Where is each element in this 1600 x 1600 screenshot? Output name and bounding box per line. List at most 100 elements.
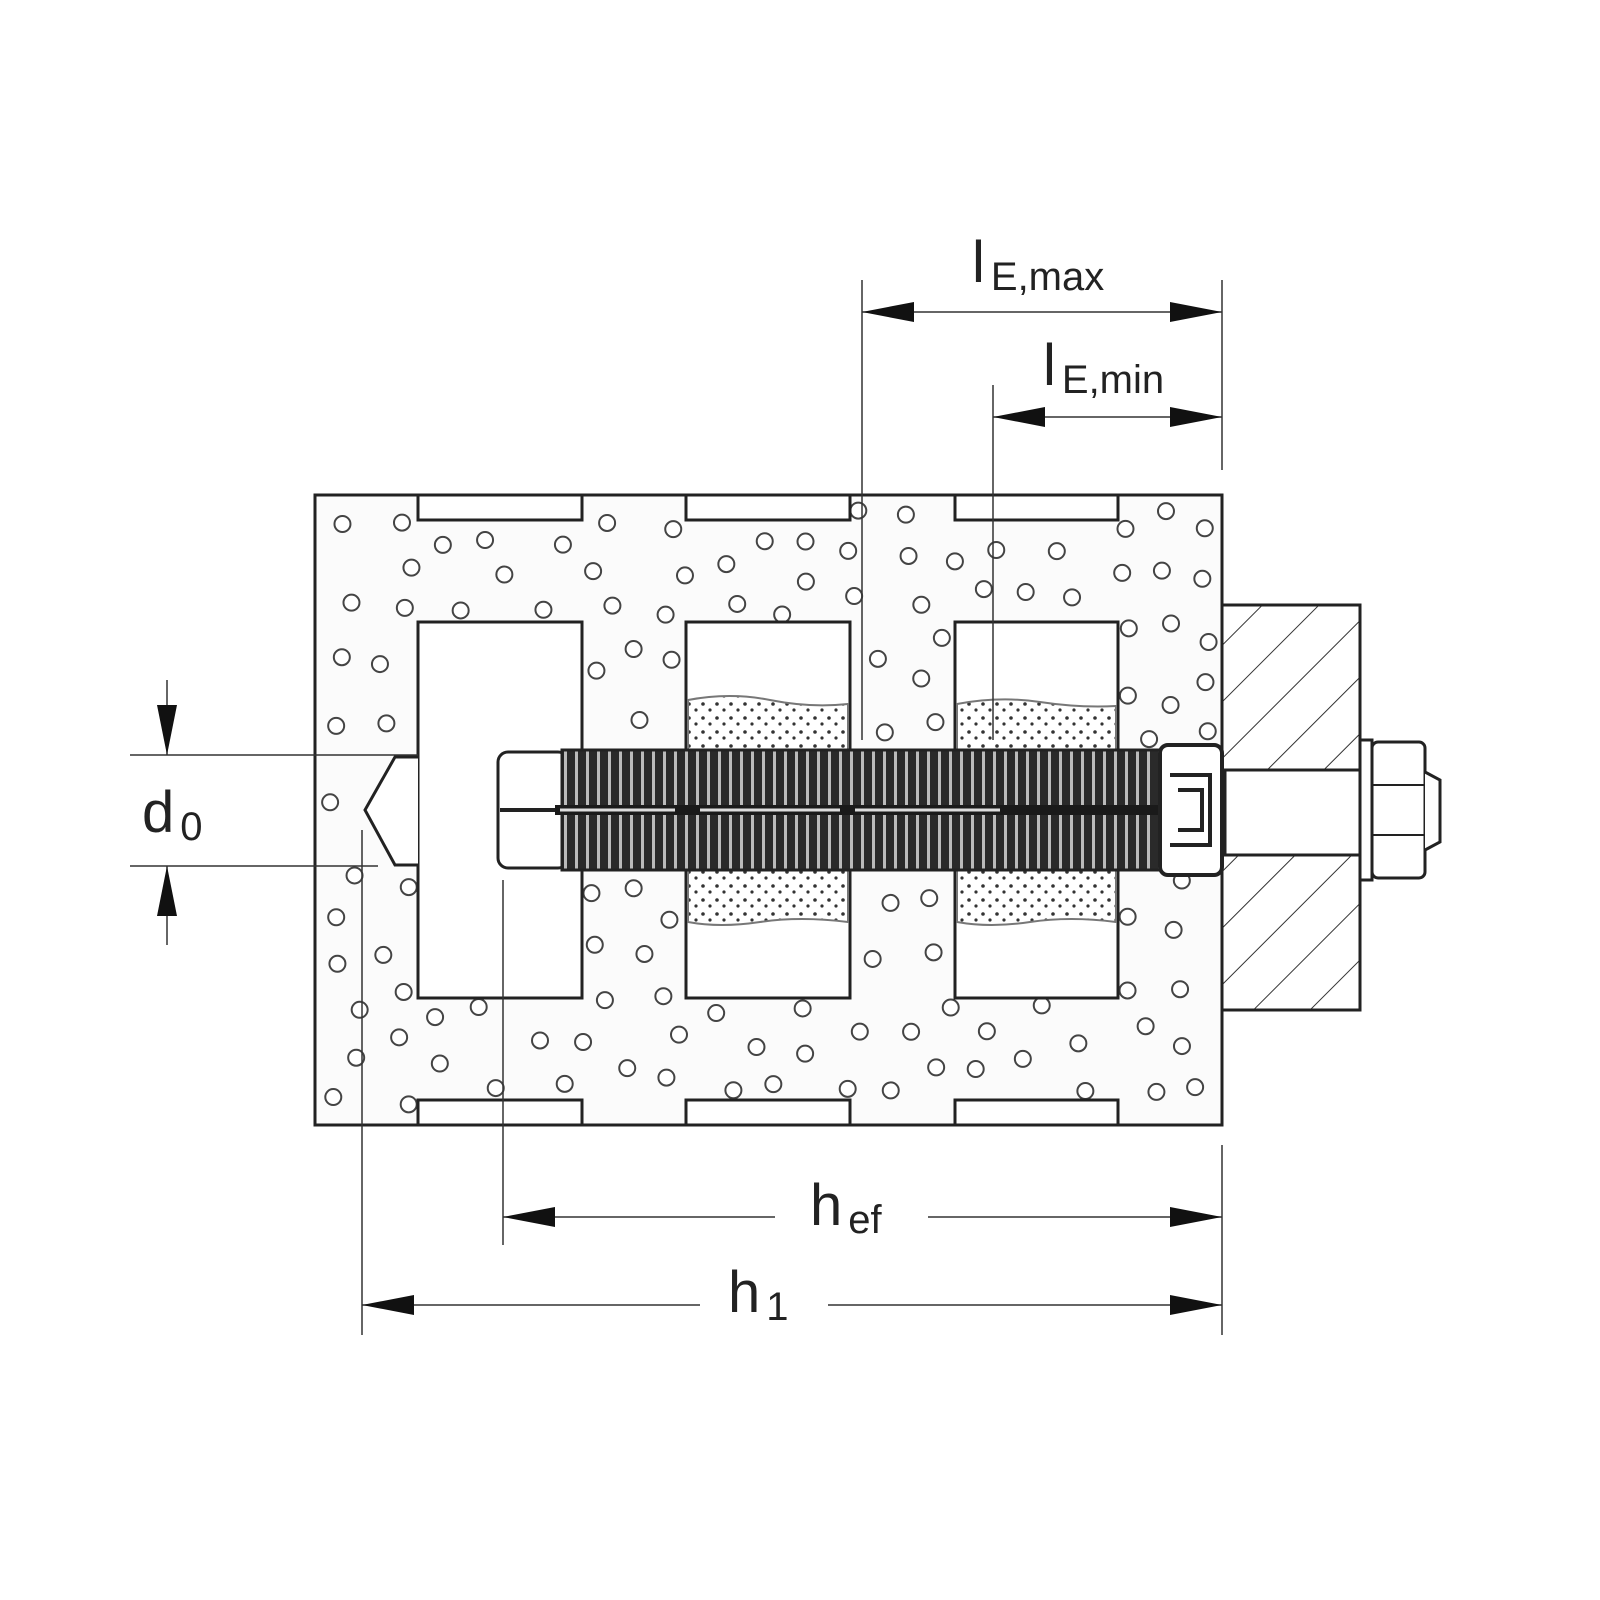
aggregate-dot xyxy=(1164,920,1183,939)
aggregate-dot xyxy=(1116,519,1135,538)
aggregate-dot xyxy=(1013,1049,1032,1068)
aggregate-dot xyxy=(624,640,643,659)
aggregate-dot xyxy=(1113,563,1132,582)
aggregate-dot xyxy=(1118,907,1137,926)
aggregate-dot xyxy=(839,541,858,560)
aggregate-dot xyxy=(941,998,960,1017)
aggregate-dot xyxy=(574,1033,593,1052)
aggregate-dot xyxy=(1171,980,1190,999)
aggregate-dot xyxy=(327,716,346,735)
aggregate-dot xyxy=(350,1000,369,1019)
aggregate-dot xyxy=(912,669,931,688)
aggregate-dot xyxy=(1069,1034,1088,1053)
aggregate-dot xyxy=(1140,730,1159,749)
aggregate-dot xyxy=(598,513,617,532)
aggregate-dot xyxy=(1152,561,1171,580)
aggregate-dot xyxy=(321,793,340,812)
aggregate-dot xyxy=(582,884,601,903)
aggregate-dot xyxy=(675,566,694,585)
aggregate-dot xyxy=(945,552,964,571)
aggregate-dot xyxy=(433,535,452,554)
aggregate-dot xyxy=(531,1031,550,1050)
aggregate-dot xyxy=(924,943,943,962)
aggregate-dot xyxy=(850,1022,869,1041)
aggregate-dot xyxy=(451,601,470,620)
aggregate-dot xyxy=(977,1022,996,1041)
aggregate-dot xyxy=(845,587,864,606)
aggregate-dot xyxy=(896,505,915,524)
aggregate-dot xyxy=(1161,695,1180,714)
sleeve-head xyxy=(1158,743,1224,877)
aggregate-dot xyxy=(469,998,488,1017)
aggregate-dot xyxy=(402,558,421,577)
aggregate-dot xyxy=(654,987,673,1006)
aggregate-dot xyxy=(1136,1017,1155,1036)
aggregate-dot xyxy=(796,1044,815,1063)
aggregate-dots xyxy=(321,501,1218,1114)
aggregate-dot xyxy=(333,514,352,533)
aggregate-dot xyxy=(1047,542,1066,561)
aggregate-dot xyxy=(764,1075,783,1094)
aggregate-dot xyxy=(863,949,882,968)
aggregate-dot xyxy=(1156,502,1175,521)
aggregate-dot xyxy=(555,1074,574,1093)
aggregate-dot xyxy=(974,580,993,599)
aggregate-dot xyxy=(347,1048,366,1067)
aggregate-dot xyxy=(395,598,414,617)
aggregate-dot xyxy=(1118,686,1137,705)
aggregate-dot xyxy=(1032,996,1051,1015)
aggregate-dot xyxy=(660,910,679,929)
aggregate-dot xyxy=(327,908,346,927)
aggregate-dot xyxy=(345,866,364,885)
washer xyxy=(1358,738,1374,882)
aggregate-dot xyxy=(394,982,413,1001)
aggregate-dot xyxy=(755,532,774,551)
aggregate-dot xyxy=(635,944,654,963)
aggregate-dot xyxy=(390,1028,409,1047)
aggregate-dot xyxy=(728,594,747,613)
aggregate-dot xyxy=(585,935,604,954)
aggregate-dot xyxy=(932,628,951,647)
aggregate-dot xyxy=(630,711,649,730)
dimension-arrows xyxy=(157,302,1222,1315)
aggregate-dot xyxy=(707,1004,726,1023)
aggregate-dot xyxy=(1172,1037,1191,1056)
aggregate-dot xyxy=(875,723,894,742)
aggregate-dot xyxy=(1196,673,1215,692)
aggregate-dot xyxy=(1199,632,1218,651)
aggregate-dot xyxy=(324,1088,343,1107)
aggregate-dot xyxy=(849,501,868,520)
aggregate-dot xyxy=(1162,614,1181,633)
aggregate-dot xyxy=(881,1081,900,1100)
aggregate-dot xyxy=(332,648,351,667)
aggregate-dot xyxy=(899,546,918,565)
aggregate-dot xyxy=(881,893,900,912)
aggregate-dot xyxy=(912,595,931,614)
aggregate-dot xyxy=(584,562,603,581)
aggregate-dot xyxy=(595,991,614,1010)
aggregate-dot xyxy=(587,661,606,680)
threaded-rod xyxy=(1223,768,1367,857)
aggregate-dot xyxy=(342,593,361,612)
brick-slots xyxy=(416,493,1120,1127)
aggregate-dot xyxy=(374,945,393,964)
aggregate-dot xyxy=(657,1068,676,1087)
aggregate-dot xyxy=(430,1054,449,1073)
aggregate-dot xyxy=(603,596,622,615)
aggregate-dot xyxy=(1147,1082,1166,1101)
drill-hole xyxy=(363,755,418,867)
nut xyxy=(1370,740,1427,880)
aggregate-dot xyxy=(920,889,939,908)
aggregate-dot xyxy=(476,531,495,550)
aggregate-dot xyxy=(987,541,1006,560)
aggregate-dot xyxy=(553,535,572,554)
aggregate-dot xyxy=(926,713,945,732)
aggregate-dot xyxy=(793,999,812,1018)
aggregate-dot xyxy=(486,1079,505,1098)
aggregate-dot xyxy=(868,649,887,668)
aggregate-dot xyxy=(426,1008,445,1027)
